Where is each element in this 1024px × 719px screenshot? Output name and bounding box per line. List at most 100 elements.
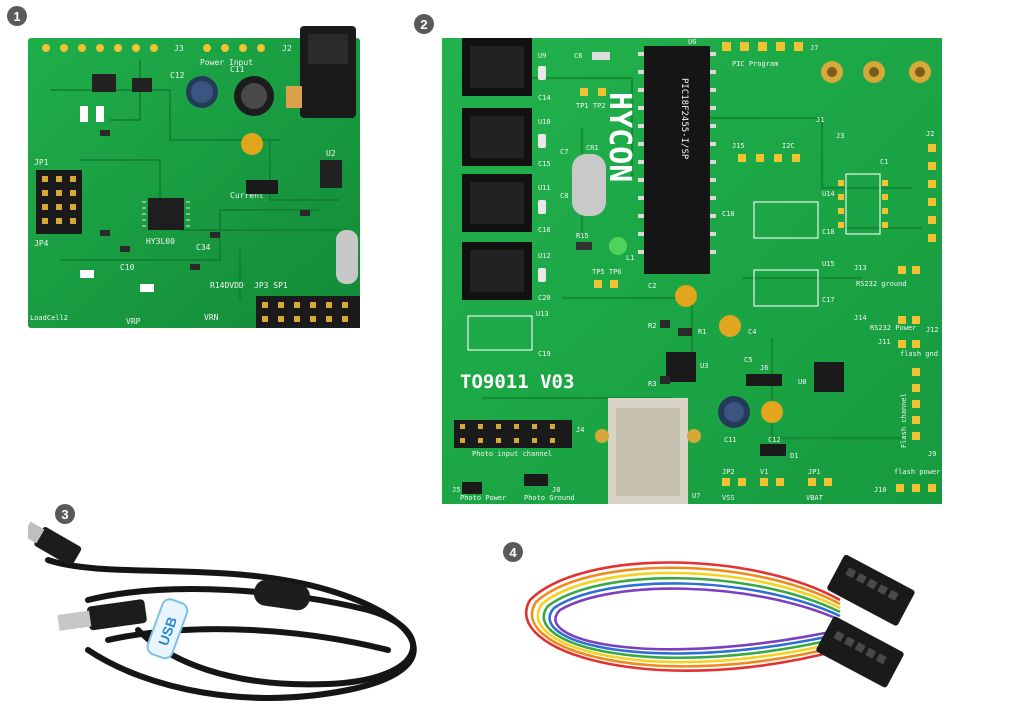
optocoupler-socket-u9	[462, 38, 532, 96]
svg-text:J7: J7	[810, 44, 818, 52]
svg-text:J1: J1	[816, 116, 824, 124]
pin-header-jp3	[256, 296, 360, 328]
svg-text:C18: C18	[822, 228, 835, 236]
svg-text:C5: C5	[744, 356, 752, 364]
tantalum-capacitor-c2	[675, 285, 697, 307]
optocoupler-socket-u11	[462, 174, 532, 232]
svg-text:L1: L1	[626, 254, 634, 262]
jumper-j5	[462, 482, 482, 494]
svg-text:U11: U11	[538, 184, 551, 192]
svg-text:C2: C2	[648, 282, 656, 290]
svg-text:C19: C19	[538, 350, 551, 358]
svg-text:U12: U12	[538, 252, 551, 260]
svg-text:J4: J4	[576, 426, 584, 434]
svg-text:Photo input channel: Photo input channel	[472, 450, 552, 458]
cable-coil	[45, 557, 417, 701]
svg-text:U7: U7	[692, 492, 700, 500]
svg-text:PIC18F2455-I/SP: PIC18F2455-I/SP	[679, 78, 689, 160]
dupont-connector-top	[827, 554, 915, 626]
svg-text:JP4: JP4	[34, 239, 49, 248]
label-j3: J3	[174, 44, 184, 53]
svg-text:PIC Program: PIC Program	[732, 60, 778, 68]
regulator-u2	[320, 160, 342, 188]
svg-text:U6: U6	[688, 38, 696, 46]
label-power-input: Power Input	[200, 58, 253, 67]
item-number-badge-1: 1	[7, 6, 27, 26]
svg-text:R2: R2	[648, 322, 656, 330]
status-led-l1	[609, 237, 627, 255]
item-number-badge-4: 4	[503, 542, 523, 562]
svg-text:U14: U14	[822, 190, 835, 198]
svg-text:VRN: VRN	[204, 313, 219, 322]
board-title: TO9011 V03	[460, 371, 574, 393]
ic-footprint-u14	[753, 201, 819, 239]
svg-text:JP3 SP1: JP3 SP1	[254, 281, 288, 290]
svg-text:C12: C12	[768, 436, 781, 444]
optocoupler-socket-u12	[462, 242, 532, 300]
microcontroller-pic18f2455	[644, 46, 710, 274]
svg-text:J12: J12	[926, 326, 939, 334]
svg-text:CR1: CR1	[586, 144, 599, 152]
connector-j1	[821, 61, 931, 83]
svg-text:Photo Power: Photo Power	[460, 494, 506, 502]
svg-text:C4: C4	[748, 328, 756, 336]
adc-chip-hy3l00	[148, 198, 184, 230]
svg-text:J8: J8	[552, 486, 560, 494]
svg-text:U13: U13	[536, 310, 549, 318]
wire-bundle	[524, 561, 841, 672]
svg-text:C10: C10	[120, 263, 135, 272]
svg-text:C10: C10	[722, 210, 735, 218]
item-number-badge-3: 3	[55, 504, 75, 524]
item-number-badge-2: 2	[414, 14, 434, 34]
label-j2: J2	[282, 44, 292, 53]
svg-text:LoadCell2: LoadCell2	[30, 314, 68, 322]
ferrite-bead	[254, 579, 310, 611]
diode-d1	[760, 444, 786, 456]
svg-text:C34: C34	[196, 243, 211, 252]
crystal-cr1	[572, 154, 606, 216]
tantalum-capacitor-c12	[761, 401, 783, 423]
svg-text:V1: V1	[760, 468, 768, 476]
svg-text:C15: C15	[538, 160, 551, 168]
svg-text:C12: C12	[170, 71, 185, 80]
hycon-logo: HYCON	[602, 92, 637, 182]
svg-text:J10: J10	[874, 486, 887, 494]
svg-text:Current: Current	[230, 191, 264, 200]
usb-label-tag: USB	[146, 598, 189, 660]
svg-text:Photo Ground: Photo Ground	[524, 494, 575, 502]
svg-text:VSS: VSS	[722, 494, 735, 502]
svg-text:J2: J2	[926, 130, 934, 138]
svg-text:Flash channel: Flash channel	[900, 393, 908, 448]
rainbow-jumper-wires	[524, 554, 915, 688]
svg-text:VBAT: VBAT	[806, 494, 824, 502]
svg-text:flash power: flash power	[894, 468, 940, 476]
svg-text:RS232 Power: RS232 Power	[870, 324, 916, 332]
jumper-current	[246, 180, 278, 194]
crystal-oscillator	[336, 230, 358, 284]
svg-text:J9: J9	[928, 450, 936, 458]
jumper-j6	[746, 374, 782, 386]
svg-text:U10: U10	[538, 118, 551, 126]
svg-text:JP1: JP1	[34, 158, 49, 167]
jumper-j8	[524, 474, 548, 486]
svg-text:R3: R3	[648, 380, 656, 388]
svg-text:VRP: VRP	[126, 317, 141, 326]
svg-text:R14DVDD: R14DVDD	[210, 281, 244, 290]
ic-u3	[666, 352, 696, 382]
svg-text:R1: R1	[698, 328, 706, 336]
svg-text:U9: U9	[538, 52, 546, 60]
usb-a-plug	[57, 599, 147, 631]
usb-b-plug	[28, 521, 82, 566]
svg-text:C11: C11	[724, 436, 737, 444]
svg-text:J15: J15	[732, 142, 745, 150]
svg-text:C11: C11	[230, 65, 245, 74]
dupont-connector-bottom	[816, 616, 904, 688]
svg-text:J14: J14	[854, 314, 867, 322]
svg-text:C1: C1	[880, 158, 888, 166]
svg-text:flash gnd: flash gnd	[900, 350, 938, 358]
usb-cable: USB	[28, 521, 417, 701]
photo-flash-controller-board: U9 U10 U11 U12 U13 C14 C15 C16 C20 C19 P…	[442, 38, 942, 504]
ic-footprint-u15	[753, 269, 819, 307]
svg-text:J3: J3	[836, 132, 844, 140]
optocoupler-socket-u10	[462, 108, 532, 166]
